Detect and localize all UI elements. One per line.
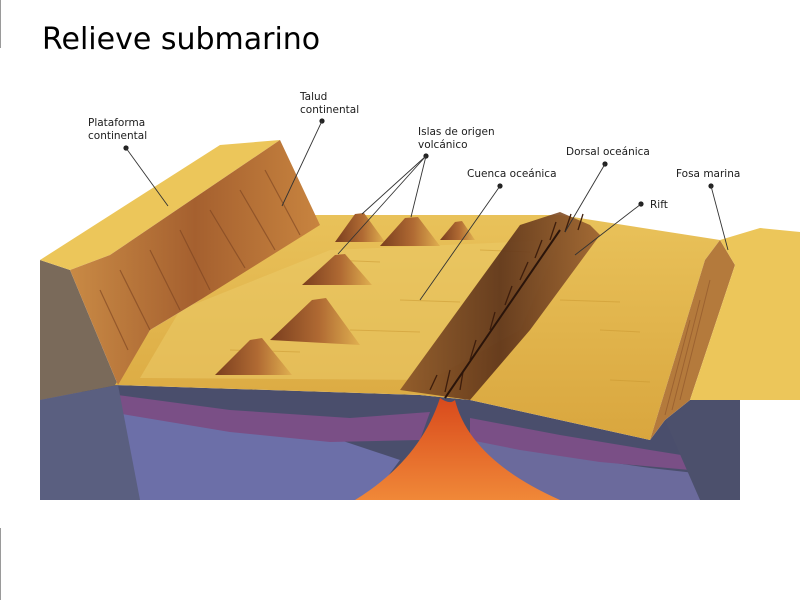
label-islas-line2: volcánico [418,139,468,151]
leader-cuenca [419,185,501,301]
label-islas-line1: Islas de origen [418,126,495,138]
leader-talud [281,120,323,207]
leader-plataforma [125,147,169,207]
leader-islas-3 [337,155,427,255]
ridge-spikes [429,213,584,393]
slide-title: Relieve submarino [42,22,321,57]
trench-area [650,228,800,440]
volcano-2 [270,298,360,345]
continental-shelf [40,140,320,385]
mid-ocean-ridge [400,212,600,400]
leader-islas-1 [361,155,427,215]
volcano-1 [215,338,292,375]
leader-dorsal [564,163,606,233]
label-talud-line1: Talud [299,91,327,103]
left-edge-mark-top [0,0,1,48]
ridge-body [400,212,600,400]
label-cuenca: Cuenca oceánica [467,168,557,180]
volcano-5 [380,217,440,246]
label-plataforma-line1: Plataforma [88,117,145,129]
label-talud-line2: continental [300,104,359,116]
label-fosa: Fosa marina [676,168,740,180]
volcano-4 [335,213,385,242]
left-edge-mark-bottom [0,528,1,600]
label-plataforma-line2: continental [88,130,147,142]
mantle-purple-right [470,418,700,470]
trench-striations [664,279,711,416]
continental-block-left [40,260,118,400]
leader-fosa [710,185,729,251]
continental-slope [70,140,320,385]
cross-section [40,260,740,500]
volcanic-islands [215,213,475,375]
volcano-3 [302,254,372,285]
right-shelf-top [690,228,800,400]
plain-texture [229,249,651,383]
continental-root-left [40,385,140,500]
mantle-purple-left [95,392,430,442]
continental-block-right [665,400,740,500]
label-rift: Rift [650,199,668,211]
mantle-blue-right [470,440,740,500]
rift-valley [444,229,561,399]
slope-striations [99,169,301,351]
magma-plume [355,398,560,500]
shelf-top [40,140,280,270]
annotations: Plataforma continental Talud continental… [88,91,740,301]
volcano-6 [440,221,475,240]
leader-rift [574,203,642,256]
label-dorsal: Dorsal oceánica [566,146,650,158]
leader-islas-2 [410,155,427,218]
